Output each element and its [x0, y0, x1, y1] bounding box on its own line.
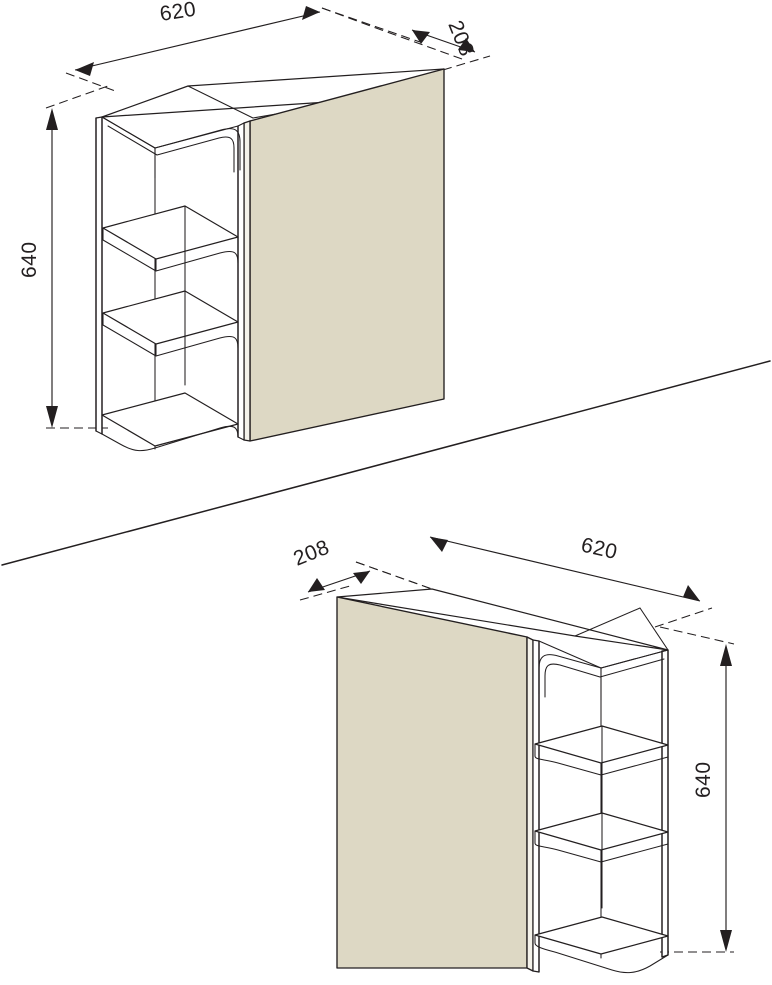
- view-bottom-cabinet: 208 620 640: [290, 533, 735, 974]
- arrow-left: [75, 62, 94, 76]
- extension-line-height-top-b: [659, 626, 735, 645]
- extension-line-depth-upper-b: [355, 561, 433, 590]
- cavity-inner-corner-b: [600, 649, 669, 947]
- door-edge-face-b: [526, 636, 534, 972]
- shelf-middle-lower-b: [534, 812, 669, 909]
- arrow-height-top-b: [720, 644, 732, 666]
- bottom-panel-surface-b: [534, 916, 669, 955]
- shelf-top-rounded-edge: [101, 116, 241, 171]
- extension-line-depth-lower: [442, 55, 491, 71]
- cabinet-center-divider-panel-b: [532, 639, 540, 973]
- dimension-label-width: 620: [158, 0, 198, 26]
- arrow-width-left-b: [430, 537, 448, 552]
- dimension-label-width-b: 620: [579, 533, 620, 564]
- cabinet-right-side-panel-b: [661, 649, 669, 958]
- shelf-cavity-back-b: [538, 640, 669, 947]
- bottom-panel-surface: [101, 392, 239, 447]
- divider-edge-face: [237, 122, 245, 441]
- extension-line-depth-upper: [321, 7, 421, 43]
- view-divider: [1, 360, 771, 566]
- dimension-label-depth-b: 208: [290, 536, 333, 571]
- extension-line-width-right-b: [654, 607, 713, 628]
- dimension-label-height-b: 640: [692, 761, 715, 798]
- left-side-edge: [95, 116, 103, 435]
- arrow-depth-start-b: [308, 578, 325, 592]
- shelf-2-surface: [102, 205, 239, 260]
- arrow-depth-end: [458, 38, 475, 52]
- shelf-top: [101, 116, 241, 179]
- top-panel-inner-edge: [187, 85, 254, 119]
- cavity-top-back-b: [538, 640, 602, 669]
- arrow-depth-end-b: [353, 571, 370, 584]
- shelf-2-rounded-front: [102, 227, 239, 272]
- shelf-cavity-back: [101, 116, 239, 425]
- shelf-middle-lower: [102, 290, 239, 386]
- arrow-height-top: [46, 108, 58, 130]
- shelf-top-b: [538, 649, 669, 701]
- arrow-right: [302, 6, 320, 20]
- cabinet-bottom-panel-b: [534, 916, 669, 974]
- bottom-panel-rounded-front-b: [534, 934, 669, 974]
- cabinet-door-panel: [243, 68, 445, 442]
- cabinet-center-divider-panel: [237, 122, 245, 441]
- shelf-top-thickness: [107, 125, 235, 173]
- shelf-3-surface: [102, 290, 239, 345]
- dimension-label-depth: 208: [443, 17, 478, 60]
- extension-line-height-top: [45, 85, 109, 109]
- right-side-edge-b: [661, 649, 669, 958]
- view-top-cabinet: 620 208 640: [18, 0, 491, 452]
- cabinet-left-side-panel: [95, 116, 103, 435]
- shelf-middle-upper: [102, 205, 239, 301]
- door-front-face-b: [336, 596, 528, 969]
- arrow-height-bottom: [46, 406, 58, 428]
- arrow-depth-start: [412, 30, 430, 44]
- dimension-top-width: 620: [65, 0, 463, 93]
- cabinet-door-panel-b: [336, 596, 534, 972]
- dimension-line-width: [74, 11, 321, 71]
- extension-line-width-left-b: [355, 561, 433, 590]
- door-edge-face: [243, 120, 251, 442]
- shelf-top-thickness-b: [544, 658, 665, 698]
- extension-line-left: [65, 72, 119, 93]
- cavity-inner-corner: [101, 116, 156, 425]
- shelf-3-rounded-front: [102, 312, 239, 357]
- divider-edge-face-b: [532, 639, 540, 973]
- arrow-width-right-b: [683, 585, 700, 601]
- shelf-2-rounded-front-b: [534, 743, 669, 776]
- dimension-top-height: 640: [18, 85, 109, 429]
- dimension-line-width-b: [429, 536, 701, 602]
- top-panel-inner-edge-b2: [639, 607, 669, 651]
- door-front-face: [249, 68, 445, 442]
- shelf-top-rounded-edge-b: [538, 649, 669, 695]
- shelf-3-rounded-front-b: [534, 830, 669, 863]
- top-panel-inner-edge-b: [574, 607, 641, 637]
- shelf-middle-upper-b: [534, 725, 669, 821]
- cabinet-bottom-panel: [101, 392, 239, 452]
- extension-line-depth-lower-b: [299, 585, 351, 601]
- arrow-height-bottom-b: [720, 930, 732, 952]
- dimension-label-height: 640: [18, 241, 41, 278]
- dimension-bottom-height: 640: [659, 626, 735, 953]
